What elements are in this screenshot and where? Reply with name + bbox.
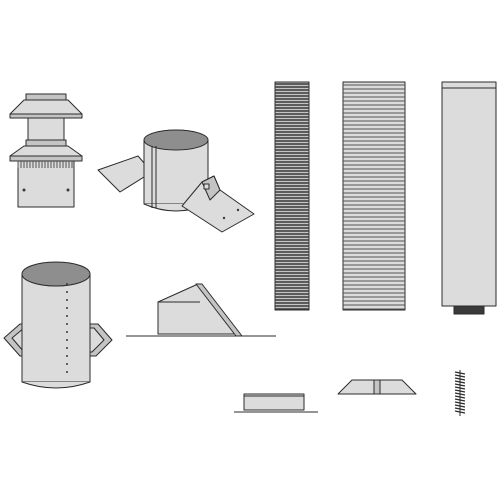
rigid-pipe-icon [441, 81, 497, 315]
rectangular-adapter-plate [234, 390, 318, 414]
pipe-with-trim-plate [0, 260, 116, 390]
adapter-plate-icon [234, 393, 318, 413]
flexible-liner-light [341, 80, 407, 312]
roof-flashing [126, 283, 276, 340]
flex-liner-icon [274, 81, 310, 311]
vent-cap-icon [9, 93, 83, 208]
flex-liner-icon [342, 81, 406, 311]
collar-adapter-with-brackets [97, 128, 256, 234]
roof-flashing-icon [126, 283, 276, 337]
termination-cap [8, 93, 84, 208]
collar-adapter-icon [97, 129, 255, 233]
storm-collar-icon [337, 379, 417, 395]
storm-collar [336, 376, 420, 398]
rigid-pipe-section [440, 80, 497, 318]
pipe-trim-plate-icon [3, 261, 113, 389]
flexible-liner-dark [273, 80, 311, 312]
spring-icon [454, 370, 466, 416]
spring-clip [454, 370, 466, 416]
